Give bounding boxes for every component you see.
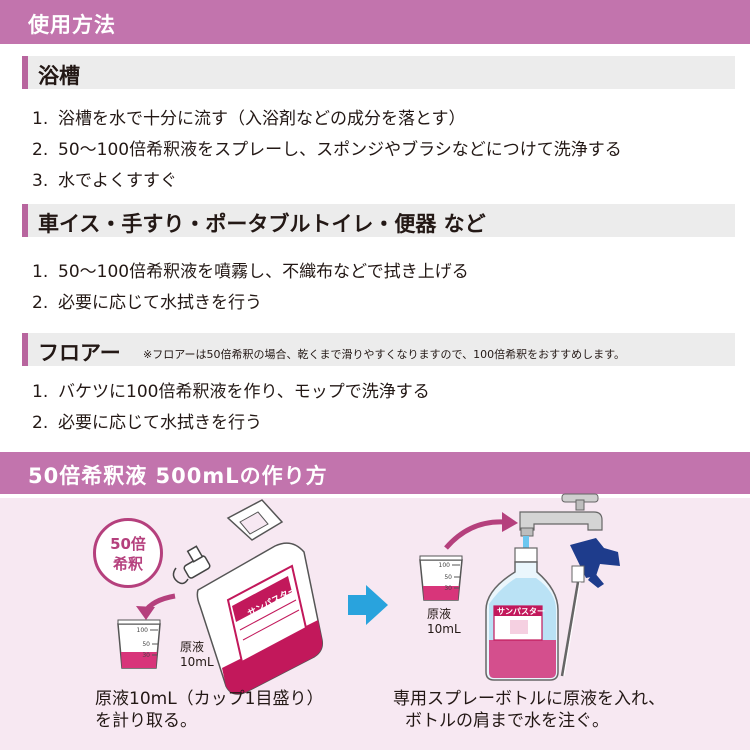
svg-text:30: 30 xyxy=(444,585,452,592)
floor-section-heading: フロアー ※フロアーは50倍希釈の場合、乾くまで滑りやすくなりますので、100倍… xyxy=(22,333,735,366)
svg-text:50: 50 xyxy=(142,641,150,648)
badge-line-2: 希釈 xyxy=(112,555,143,573)
pour-arrow-right-head-icon xyxy=(502,512,518,532)
pour-arrow-left-head-icon xyxy=(136,606,155,620)
measuring-cup-right: 100 50 30 xyxy=(419,555,463,601)
usage-header-band: 使用方法 xyxy=(0,0,750,44)
wheelchair-section-heading: 車イス・手すり・ポータブルトイレ・便器 など xyxy=(22,204,735,237)
bath-step-1: 1.浴槽を水で十分に流す（入浴剤などの成分を落とす） xyxy=(32,109,466,129)
concentrate-jug: サンパスター xyxy=(172,499,324,695)
floor-section-note: ※フロアーは50倍希釈の場合、乾くまで滑りやすくなりますので、100倍希釈をおす… xyxy=(143,348,626,361)
wheelchair-section-title: 車イス・手すり・ポータブルトイレ・便器 など xyxy=(38,212,486,236)
dilution-header-title: 50倍希釈液 500mLの作り方 xyxy=(28,464,328,488)
measuring-cup-left: 100 50 30 xyxy=(117,619,161,669)
bottle-brand-text: サンパスター xyxy=(497,606,545,616)
spray-bottle: サンパスター xyxy=(485,547,559,681)
water-stream xyxy=(523,536,529,556)
floor-step-1: 1.バケツに100倍希釈液を作り、モップで洗浄する xyxy=(32,382,430,402)
usage-header-title: 使用方法 xyxy=(28,13,116,37)
wheelchair-step-1: 1.50～100倍希釈液を噴霧し、不織布などで拭き上げる xyxy=(32,262,469,282)
step2-concentrate-label: 原液 10mL xyxy=(427,607,461,636)
step1-caption: 原液10mL（カップ1目盛り） を計り取る。 xyxy=(95,689,324,731)
badge-line-1: 50倍 xyxy=(110,535,146,553)
sprayer-head-icon xyxy=(560,538,620,677)
bath-section-heading: 浴槽 xyxy=(22,56,735,89)
dilution-header-band: 50倍希釈液 500mLの作り方 xyxy=(0,452,750,494)
pour-arrow-right-icon xyxy=(444,519,506,550)
dilution-ratio-badge: 50倍 希釈 xyxy=(93,518,163,588)
next-step-arrow-icon xyxy=(348,585,388,625)
bath-step-2: 2.50～100倍希釈液をスプレーし、スポンジやブラシなどにつけて洗浄する xyxy=(32,140,622,160)
bath-step-3: 3.水でよくすすぐ xyxy=(32,171,177,191)
faucet-icon xyxy=(519,493,603,537)
floor-step-2: 2.必要に応じて水拭きを行う xyxy=(32,413,262,433)
bath-section-title: 浴槽 xyxy=(38,64,80,88)
floor-section-title: フロアー xyxy=(38,341,121,365)
svg-text:30: 30 xyxy=(142,652,150,659)
wheelchair-step-2: 2.必要に応じて水拭きを行う xyxy=(32,293,262,313)
svg-text:100: 100 xyxy=(439,562,451,569)
svg-text:100: 100 xyxy=(137,627,149,634)
step1-concentrate-label: 原液 10mL xyxy=(180,640,214,669)
svg-text:50: 50 xyxy=(444,574,452,581)
step2-caption: 専用スプレーボトルに原液を入れ、 ボトルの肩まで水を注ぐ。 xyxy=(393,689,666,731)
